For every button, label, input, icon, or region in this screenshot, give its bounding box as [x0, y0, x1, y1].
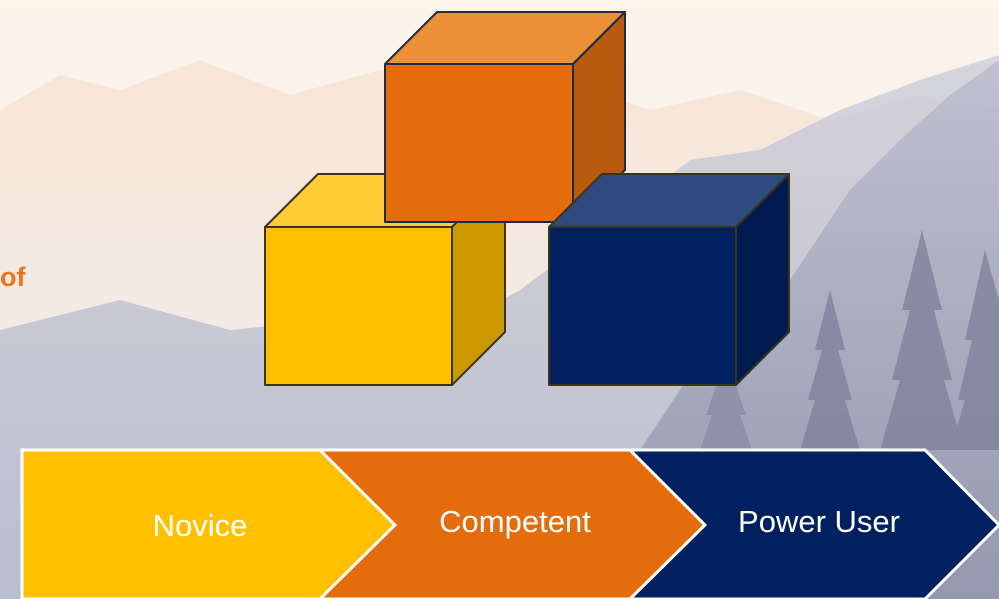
navy-block-front: [548, 226, 737, 386]
stage-label-competent: Competent: [439, 504, 591, 539]
orange-block: [384, 11, 626, 223]
cropped-heading-text: of: [0, 262, 26, 292]
navy-block: [548, 173, 790, 386]
progression-arrow: [20, 448, 999, 599]
orange-block-front: [384, 63, 574, 223]
stage-label-power-user: Power User: [738, 504, 900, 539]
stage-shape-3: [626, 448, 999, 599]
stage-label-novice: Novice: [153, 508, 248, 543]
yellow-block-front: [264, 226, 453, 386]
pine-trees: [700, 230, 999, 450]
